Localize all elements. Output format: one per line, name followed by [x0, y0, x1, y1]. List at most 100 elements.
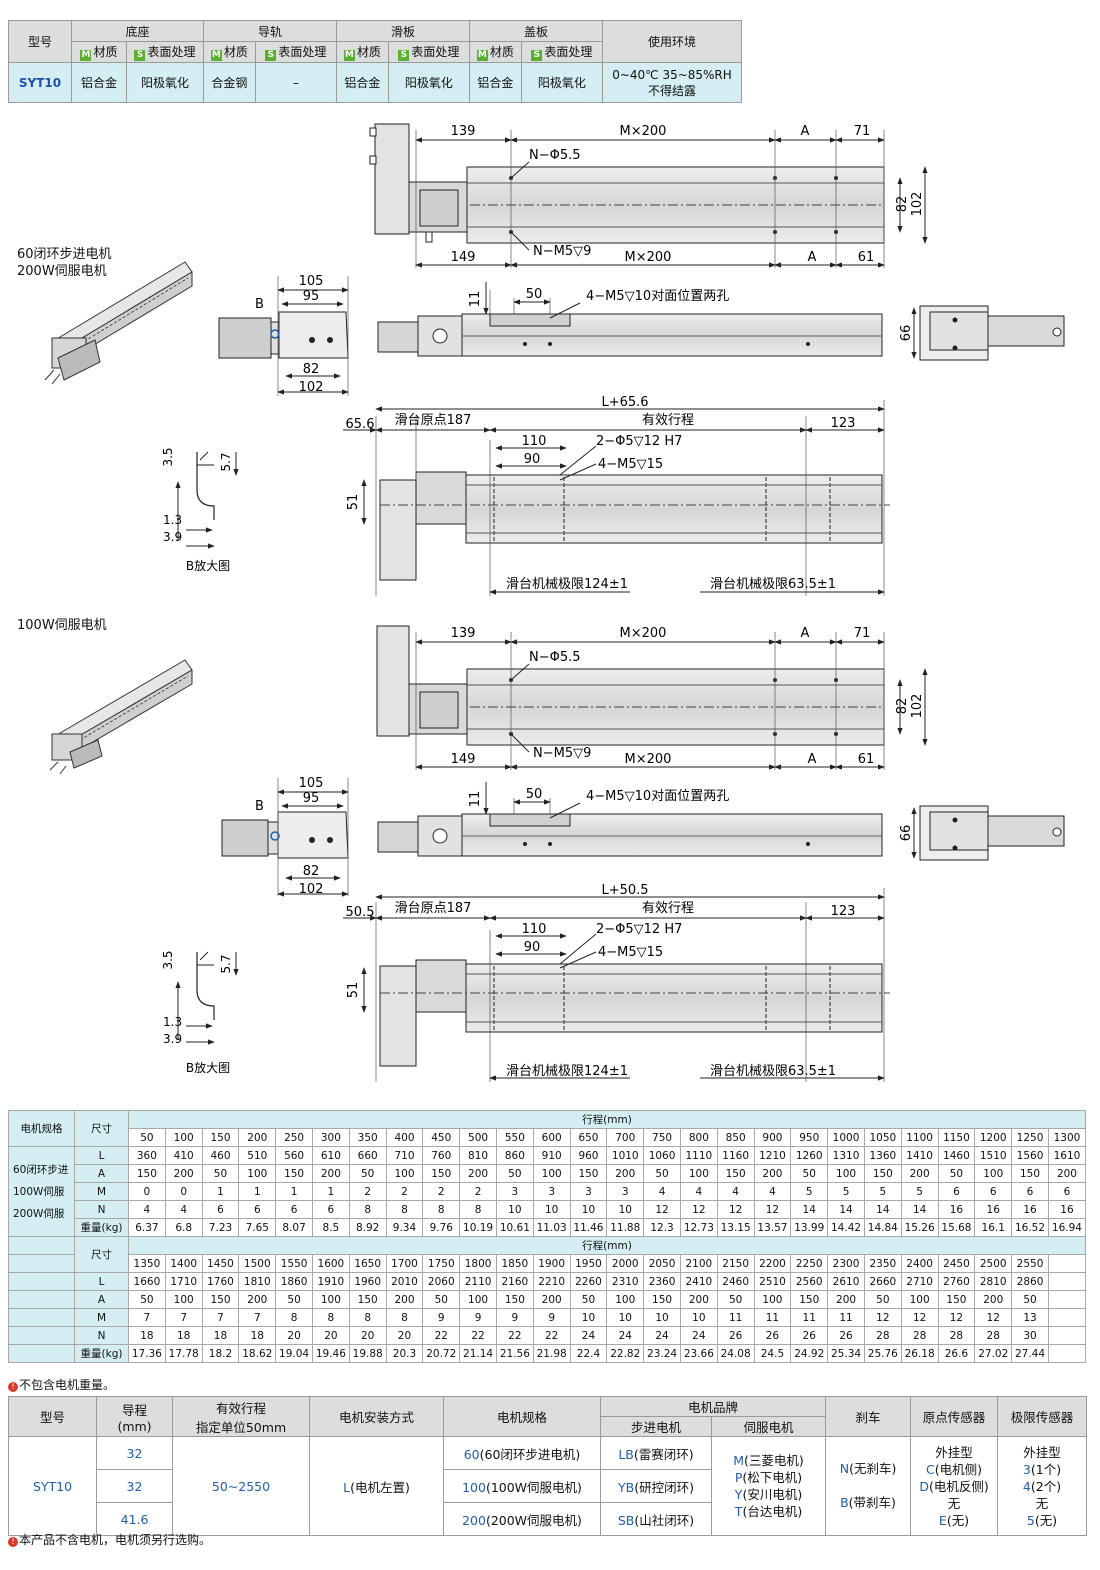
label-origin-a: 滑台原点187 — [395, 413, 472, 428]
value-cell: 150 — [275, 1164, 313, 1183]
value-cell: 2060 — [422, 1272, 461, 1291]
stroke-cell: 850 — [716, 1128, 755, 1147]
dim-66-a: 66 — [899, 325, 914, 342]
value-cell: 50 — [790, 1164, 829, 1183]
value-cell: 2660 — [863, 1272, 902, 1291]
value-cell: 2810 — [974, 1272, 1013, 1291]
value-cell: 610 — [311, 1146, 350, 1165]
dim-m200-top-b: M×200 — [620, 626, 667, 641]
dim-110-a: 110 — [522, 434, 547, 449]
value-cell: 8.5 — [311, 1218, 350, 1237]
dim-57-b: 5.7 — [219, 954, 233, 973]
value-cell: 30 — [1011, 1326, 1049, 1345]
value-cell: 5 — [863, 1182, 902, 1201]
stroke-cell: 1750 — [422, 1254, 461, 1273]
label-b-a: B — [255, 297, 264, 312]
value-cell: 22 — [495, 1326, 534, 1345]
value-cell: 200 — [532, 1290, 571, 1309]
value-cell: 2010 — [385, 1272, 424, 1291]
callout-holes-a: 4−M5▽10对面位置两孔 — [586, 289, 729, 304]
header-cover: 盖板 — [468, 20, 604, 42]
value-cell: 17.78 — [164, 1344, 203, 1363]
order-motor-spec-100: 100(100W伺服电机) — [443, 1469, 601, 1503]
stroke-cell: 2500 — [974, 1254, 1013, 1273]
value-cell: 6 — [238, 1200, 277, 1219]
value-cell: 1210 — [753, 1146, 792, 1165]
value-cell: 26 — [790, 1326, 829, 1345]
label-stroke-b: 有效行程 — [642, 901, 694, 916]
value-cell: 200 — [1047, 1164, 1087, 1183]
value-cell: 9 — [495, 1308, 534, 1327]
dim-71-b: 71 — [854, 626, 871, 641]
order-motor-spec-200: 200(200W伺服电机) — [443, 1502, 601, 1536]
order-limit-sensor: 外挂型 3(1个) 4(2个) 无 5(无) — [997, 1436, 1088, 1536]
dim-39-b: 3.9 — [163, 1032, 182, 1046]
value-cell: 5 — [900, 1182, 939, 1201]
value-cell: 18 — [128, 1326, 166, 1345]
value-cell: 6 — [974, 1182, 1013, 1201]
dim-82-end-b: 82 — [303, 864, 320, 879]
value-cell: 200 — [679, 1290, 718, 1309]
stroke-cell: 2450 — [937, 1254, 976, 1273]
motor-col-filler — [8, 1254, 75, 1273]
value-cell: 200 — [753, 1164, 792, 1183]
row-label: A — [74, 1164, 129, 1183]
value-cell: 21.56 — [495, 1344, 534, 1363]
callout-m515-b: 4−M5▽15 — [598, 945, 663, 960]
value-cell: 18.2 — [201, 1344, 240, 1363]
dim-39-a: 3.9 — [163, 530, 182, 544]
value-cell: 20 — [348, 1326, 387, 1345]
dim-102-a: 102 — [910, 192, 925, 217]
value-cell: 50 — [422, 1290, 461, 1309]
stroke-cell: 2350 — [863, 1254, 902, 1273]
stroke-cell: 800 — [679, 1128, 718, 1147]
value-cell: 8 — [275, 1308, 313, 1327]
value-cell: 6 — [275, 1200, 313, 1219]
order-h-mount: 电机安装方式 — [309, 1396, 444, 1437]
value-cell: 8 — [311, 1308, 350, 1327]
value-cell: 11 — [753, 1308, 792, 1327]
dim-90-b: 90 — [524, 940, 541, 955]
value-cell: 26.6 — [937, 1344, 976, 1363]
value-cell: 2360 — [643, 1272, 681, 1291]
value-cell: 200 — [311, 1164, 350, 1183]
value-cell: 150 — [348, 1290, 387, 1309]
callout-m515-a: 4−M5▽15 — [598, 457, 663, 472]
value-cell: 10 — [569, 1308, 608, 1327]
value-cell: 8.92 — [348, 1218, 387, 1237]
right-end-view-b — [911, 805, 1065, 861]
value-cell: 7 — [238, 1308, 277, 1327]
technical-drawings: 139 M×200 A 71 N−Φ5.5 82 102 N−M5▽9 149 … — [44, 123, 1065, 1082]
stroke-cell: 250 — [275, 1128, 313, 1147]
value-cell: 12 — [937, 1308, 976, 1327]
dim-95-b: 95 — [303, 791, 320, 806]
value-cell: 1460 — [937, 1146, 976, 1165]
value-cell: 2 — [385, 1182, 424, 1201]
s-tag-icon: S — [134, 50, 146, 61]
order-h-motor-spec: 电机规格 — [443, 1396, 601, 1437]
spec-h-stroke: 行程(mm) — [128, 1110, 1086, 1129]
stroke-cell: 1950 — [569, 1254, 608, 1273]
dim-61-a: 61 — [858, 250, 875, 265]
stroke-cell: 900 — [753, 1128, 792, 1147]
dim-102-end-a: 102 — [299, 380, 324, 395]
header-base: 底座 — [71, 20, 204, 42]
value-cell: 6.8 — [164, 1218, 203, 1237]
value-cell: 560 — [275, 1146, 313, 1165]
dim-13-a: 1.3 — [163, 513, 182, 527]
value-cell: 22.82 — [606, 1344, 645, 1363]
value-cell: 16 — [1011, 1200, 1049, 1219]
m-tag-icon: M — [80, 50, 92, 61]
value-cell: 200 — [459, 1164, 497, 1183]
value-cell: 50 — [348, 1164, 387, 1183]
value-cell: 12 — [716, 1200, 755, 1219]
callout-n55-a: N−Φ5.5 — [529, 148, 581, 163]
dim-123-a: 123 — [831, 416, 856, 431]
value-cell: 100 — [532, 1164, 571, 1183]
dim-656: 65.6 — [346, 417, 375, 432]
stroke-cell: 700 — [606, 1128, 645, 1147]
label-origin-b: 滑台原点187 — [395, 901, 472, 916]
